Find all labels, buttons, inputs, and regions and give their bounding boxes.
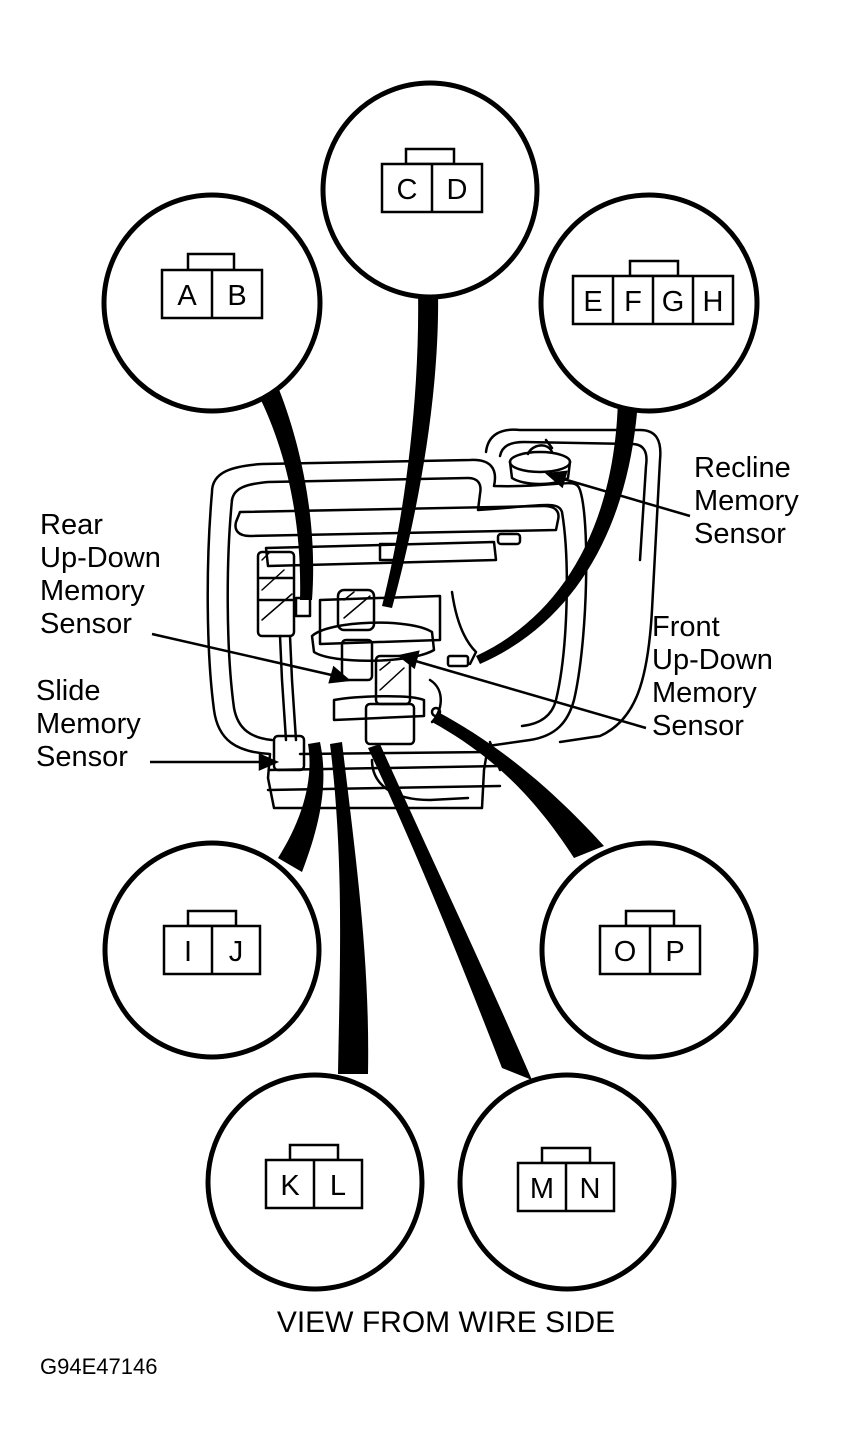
pin-c: C: [397, 174, 418, 206]
pin-e: E: [583, 286, 602, 318]
wire-ab: [258, 382, 314, 600]
pin-b: B: [227, 280, 246, 312]
pin-m: M: [530, 1173, 554, 1205]
pin-d: D: [447, 174, 468, 206]
pin-j: J: [229, 936, 244, 968]
front-arrowhead: [397, 650, 420, 670]
connector-ab: [160, 252, 264, 320]
connector-efgh: [571, 259, 735, 326]
label-recline-line-2: Memory: [694, 485, 799, 517]
connector-op: [598, 909, 702, 976]
label-rear-line-2: Up-Down: [40, 542, 161, 574]
connector-kl: [264, 1143, 364, 1210]
slide-arrowhead: [258, 753, 280, 771]
wire-cd: [382, 290, 439, 608]
label-rear-line-3: Memory: [40, 575, 145, 607]
label-rear-line-4: Sensor: [40, 608, 132, 640]
pin-l: L: [330, 1170, 346, 1202]
connector-mn: [516, 1146, 616, 1213]
label-recline-line-3: Sensor: [694, 518, 786, 550]
wire-ij: [278, 742, 324, 872]
label-slide-line-2: Memory: [36, 708, 141, 740]
wire-harness-group: [258, 290, 638, 1080]
recline-arrowhead: [545, 470, 568, 489]
label-front-line-2: Up-Down: [652, 644, 773, 676]
wire-efgh: [476, 396, 638, 664]
pin-p: P: [665, 936, 684, 968]
pin-n: N: [580, 1173, 601, 1205]
pin-h: H: [703, 286, 724, 318]
view-caption: VIEW FROM WIRE SIDE: [277, 1306, 615, 1339]
pin-a: A: [177, 280, 197, 312]
wire-kl: [330, 742, 369, 1074]
callout-arrows: [150, 470, 691, 771]
pin-k: K: [280, 1170, 300, 1202]
label-slide-line-3: Sensor: [36, 741, 128, 773]
wire-op: [432, 712, 604, 858]
label-front-line-3: Memory: [652, 677, 757, 709]
connector-cd: [380, 147, 484, 214]
pin-f: F: [624, 286, 642, 318]
rear-arrowhead: [328, 665, 351, 684]
wire-mn: [368, 744, 532, 1080]
seat-assembly-illustration: [206, 428, 662, 810]
label-slide-line-1: Slide: [36, 675, 101, 707]
figure-code: G94E47146: [40, 1354, 157, 1379]
label-rear-line-1: Rear: [40, 509, 103, 541]
label-front-line-1: Front: [652, 611, 720, 643]
pin-g: G: [662, 286, 685, 318]
connector-ij: [162, 909, 262, 976]
pin-o: O: [614, 936, 637, 968]
label-front-line-4: Sensor: [652, 710, 744, 742]
label-recline-line-1: Recline: [694, 452, 791, 484]
pin-i: I: [184, 936, 192, 968]
